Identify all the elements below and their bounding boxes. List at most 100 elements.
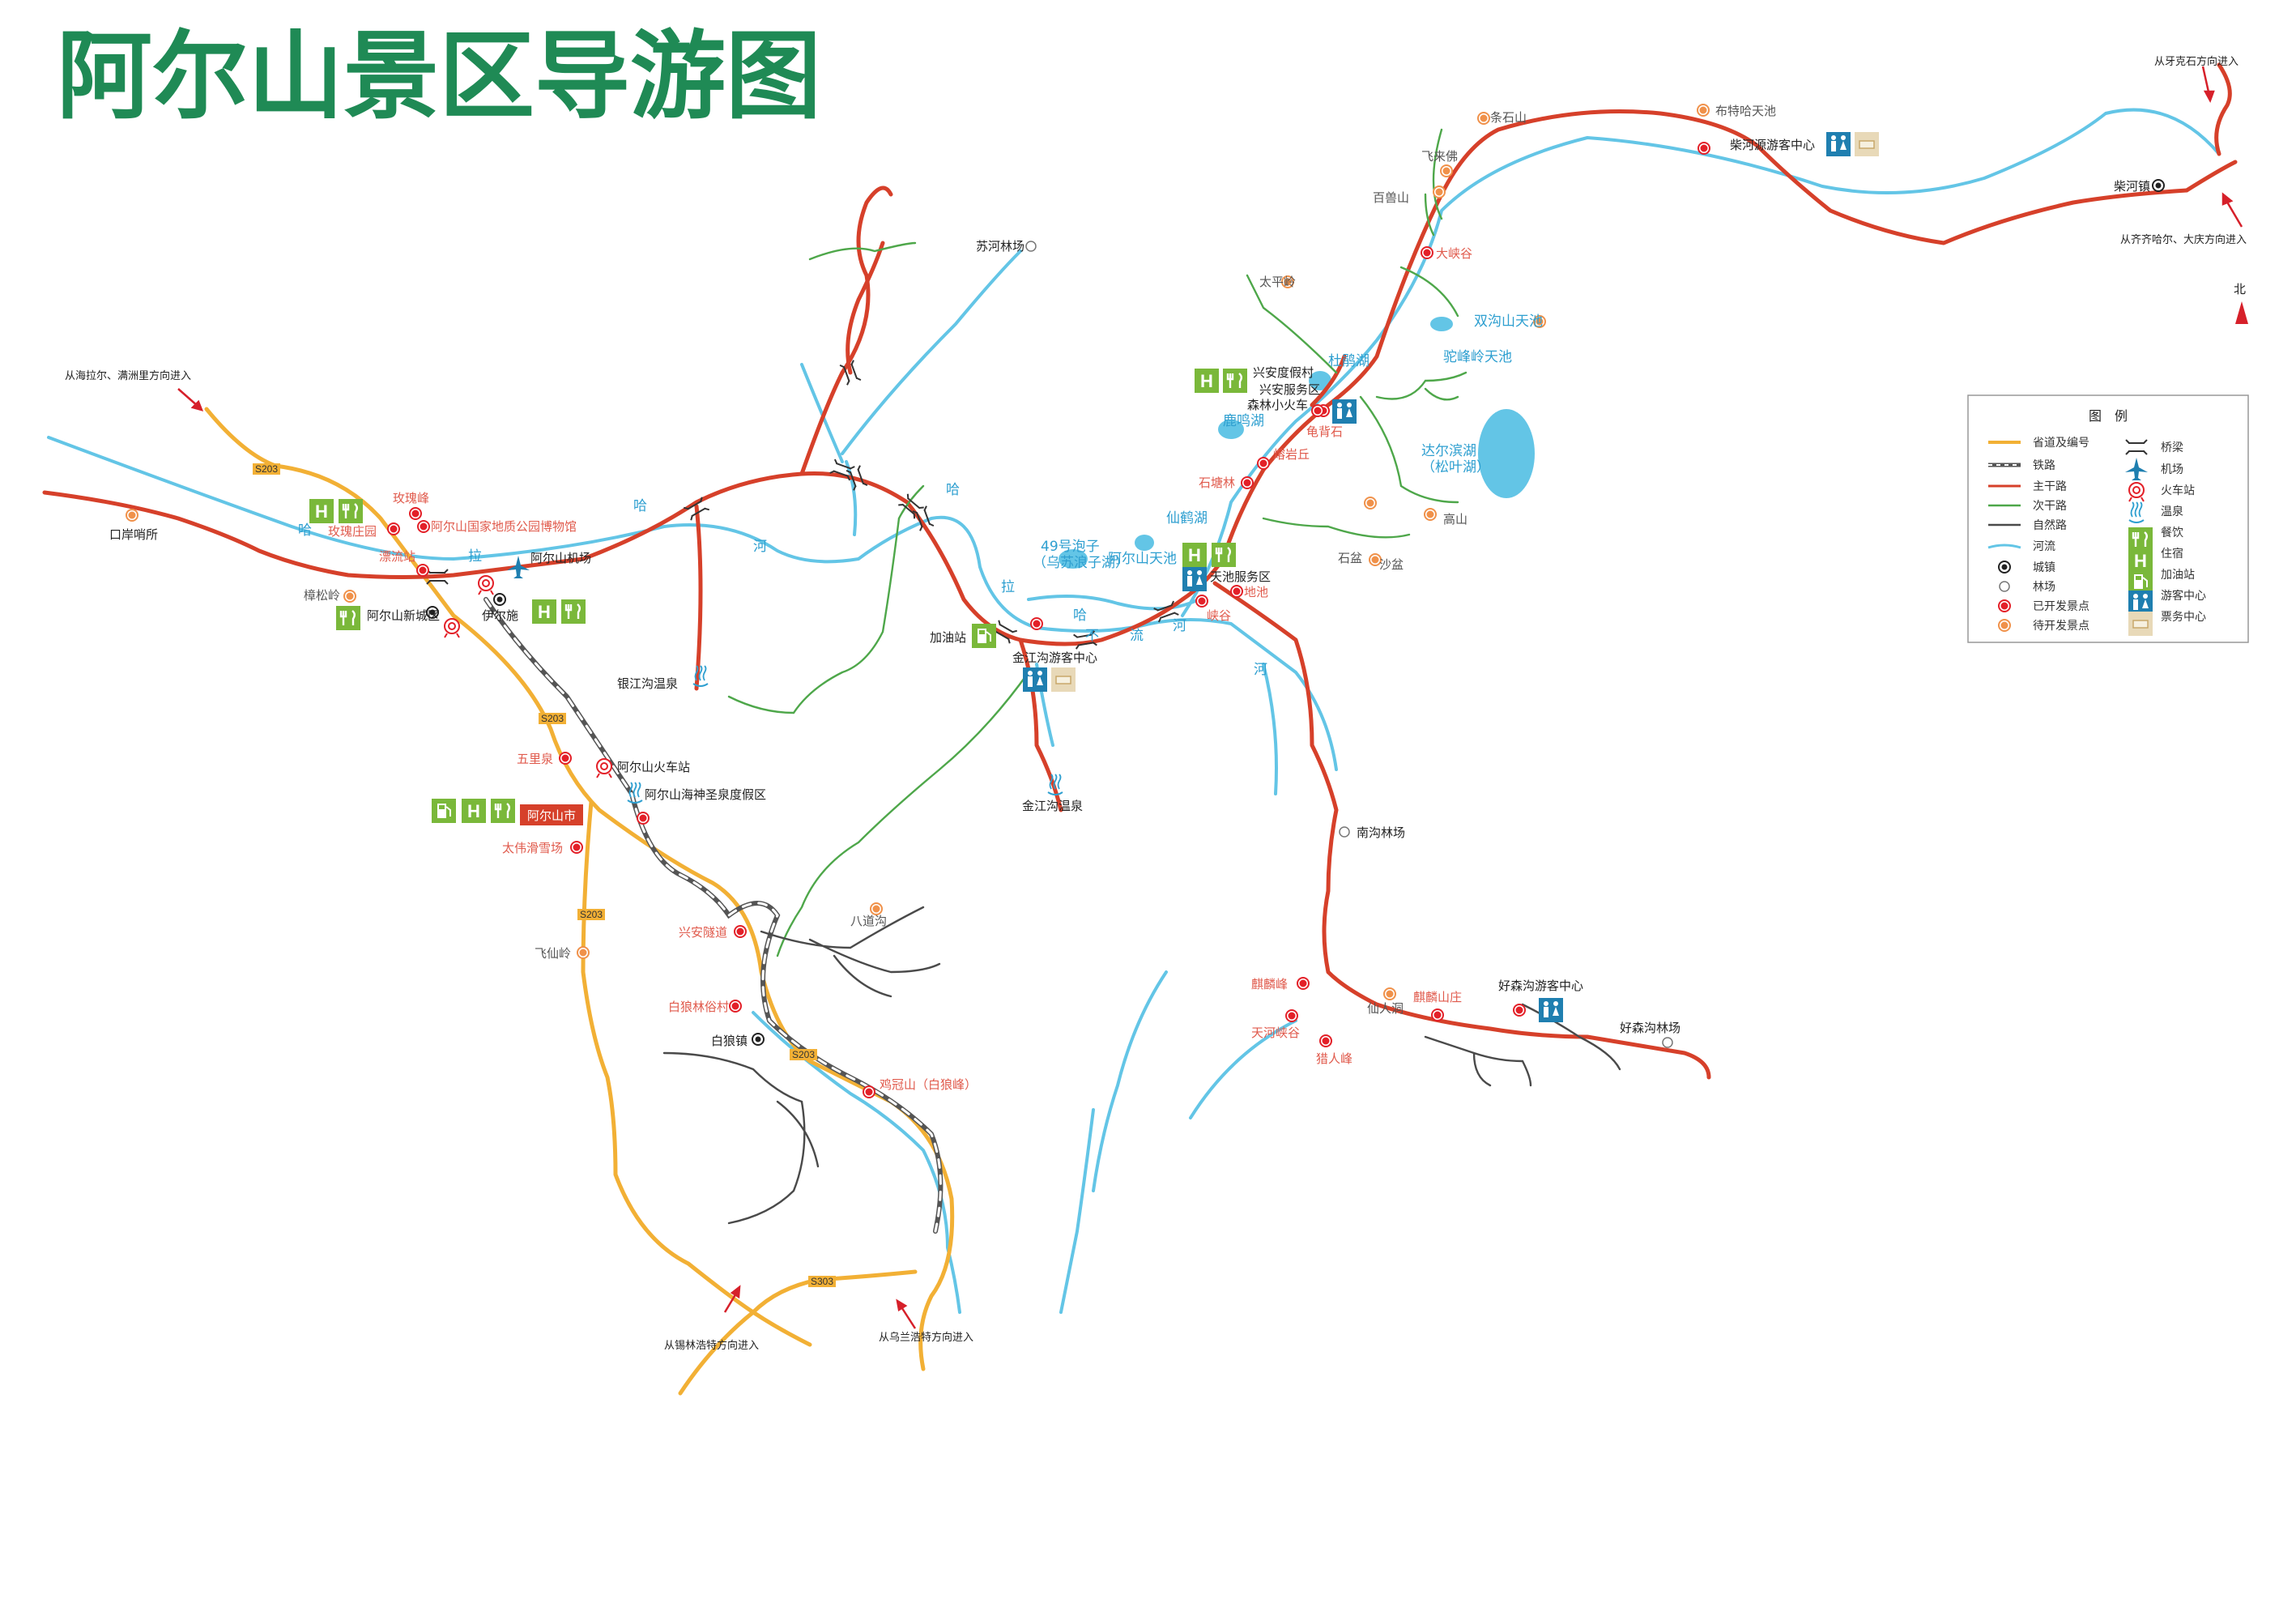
label-museum: 阿尔山国家地质公园博物馆 (431, 519, 577, 534)
river-name-char: 哈 (298, 522, 312, 539)
planned-spot-marker (1364, 497, 1377, 510)
legend-label: 河流 (2033, 540, 2055, 553)
hotel-icon (1195, 369, 1219, 393)
train-icon (444, 618, 460, 638)
map-points (126, 104, 2165, 1098)
open-spot-marker (559, 752, 572, 765)
forest-farm-marker (1025, 241, 1037, 252)
restaurant-icon (1210, 541, 1237, 569)
open-spot-marker (570, 841, 583, 854)
legend-label: 次干路 (2033, 500, 2067, 513)
label-arxan-city: 阿尔山市 (527, 808, 576, 823)
hotel-icon (532, 599, 556, 624)
open-spot-marker (637, 812, 650, 825)
label-nangou: 南沟林场 (1357, 825, 1405, 840)
label-dalbin-alt: （松叶湖） (1421, 459, 1490, 475)
label-zhangsongling: 樟松岭 (304, 588, 340, 603)
restaurant-icon (337, 497, 364, 525)
town-marker (752, 1033, 765, 1046)
provincial-roads (204, 407, 955, 1396)
legend: 图 例 省道及编号 铁路 主干路 次干路 自然路 河流 城镇 林场 已开发景点 … (1967, 394, 2249, 643)
label-zhiyuanhu: 鹿鸣湖 (1223, 413, 1264, 429)
label-shuanggou: 双沟山天池 (1474, 313, 1543, 330)
legend-label: 住宿 (2161, 547, 2183, 561)
label-rongyanqiu: 熔岩丘 (1273, 447, 1310, 462)
open-spot-marker (1241, 476, 1254, 489)
road-code-text: S203 (580, 909, 603, 920)
label-xinchengqu: 阿尔山新城区 (367, 608, 440, 623)
label-wulijuan: 五里泉 (517, 752, 553, 766)
legend-symbol-planned-spot (1998, 619, 2011, 632)
label-tiaoshishan: 条石山 (1490, 110, 1527, 125)
river-name-char: 哈 (946, 482, 960, 498)
hotel-icon (462, 799, 486, 823)
map-title: 阿尔山景区导游图 (57, 20, 821, 132)
entry-label-hailaer: 从海拉尔、满洲里方向进入 (65, 369, 191, 382)
planned-spot-marker (870, 902, 883, 915)
open-spot-marker (863, 1085, 875, 1098)
open-spot-marker (1513, 1004, 1526, 1017)
river-names: 哈 拉 哈 河 哈 拉 哈 不 流 河 河 (298, 482, 1267, 678)
label-town-chaihe: 柴河镇 (2114, 179, 2150, 194)
label-haosenggou: 好森沟林场 (1620, 1021, 1680, 1035)
restroom-icon (1332, 399, 1357, 424)
label-gaoshan: 高山 (1443, 512, 1467, 527)
legend-label: 机场 (2161, 463, 2183, 476)
planned-spot-marker (1477, 112, 1490, 125)
facility-icons (309, 131, 1880, 1022)
label-train-station: 阿尔山火车站 (617, 760, 690, 774)
label-qilinshanzhuang: 麒麟山庄 (1413, 990, 1462, 1004)
open-spot-marker (729, 1000, 742, 1013)
label-xingan-resort: 兴安度假村 (1253, 365, 1314, 380)
road-code-text: S303 (811, 1276, 833, 1287)
restaurant-icon (334, 604, 362, 632)
legend-label: 桥梁 (2161, 441, 2183, 454)
open-spot-marker (1297, 977, 1310, 990)
river-name-char: 拉 (468, 548, 482, 565)
label-meiguizhuangyuan: 玫瑰庄园 (328, 524, 377, 539)
river-name-char: 不 (1085, 628, 1099, 644)
open-spot-marker (1285, 1009, 1298, 1022)
town-marker (493, 593, 506, 606)
label-qilinfeng: 麒麟峰 (1251, 977, 1288, 991)
label-jiguanshan: 鸡冠山（白狼峰） (880, 1077, 977, 1092)
ticket-icon (1854, 131, 1880, 157)
restaurant-icon (1221, 367, 1249, 394)
label-yinjianggou: 银江沟温泉 (617, 676, 678, 691)
planned-spot-marker (126, 509, 138, 522)
legend-label: 城镇 (2033, 561, 2055, 574)
legend-symbol-river (1987, 544, 2021, 549)
rivers (47, 108, 2221, 1314)
planned-spot-marker (1433, 185, 1446, 198)
label-bailanglinsu: 白狼林俗村 (668, 1000, 729, 1014)
label-feilaifo: 飞来佛 (1421, 149, 1458, 164)
open-spot-marker (416, 564, 429, 577)
legend-label: 火车站 (2161, 484, 2195, 497)
legend-restaurant-icon (2127, 526, 2154, 553)
label-haosenggou-center: 好森沟游客中心 (1498, 979, 1583, 993)
railway (483, 597, 944, 1234)
label-tianchi: 阿尔山天池 (1108, 551, 1177, 567)
road-code-text: S203 (541, 713, 564, 724)
legend-label: 铁路 (2033, 459, 2055, 472)
legend-label: 主干路 (2033, 480, 2067, 493)
train-icon (596, 758, 612, 778)
label-xianrendong: 仙人洞 (1367, 1001, 1404, 1016)
open-spot-marker (1431, 1008, 1444, 1021)
label-gas-station: 加油站 (930, 630, 966, 645)
legend-symbol-forest (1999, 581, 2010, 592)
natural-roads (662, 906, 1621, 1225)
restroom-icon (1826, 132, 1851, 156)
planned-spot-marker (343, 590, 356, 603)
label-kouan: 口岸哨所 (109, 527, 158, 542)
road-code-plate: S203 (577, 909, 605, 920)
planned-spot-marker (1424, 508, 1437, 521)
main-roads (42, 62, 2238, 1080)
label-chaihe-center: 柴河源游客中心 (1730, 138, 1815, 152)
secondary-roads (727, 128, 1467, 957)
entry-label-yakeshi: 从牙克石方向进入 (2154, 55, 2238, 68)
label-xingan-tunnel: 兴安隧道 (679, 925, 727, 940)
legend-label: 餐饮 (2161, 527, 2183, 539)
river-name-char: 哈 (1073, 608, 1087, 624)
legend-label: 票务中心 (2161, 611, 2206, 624)
